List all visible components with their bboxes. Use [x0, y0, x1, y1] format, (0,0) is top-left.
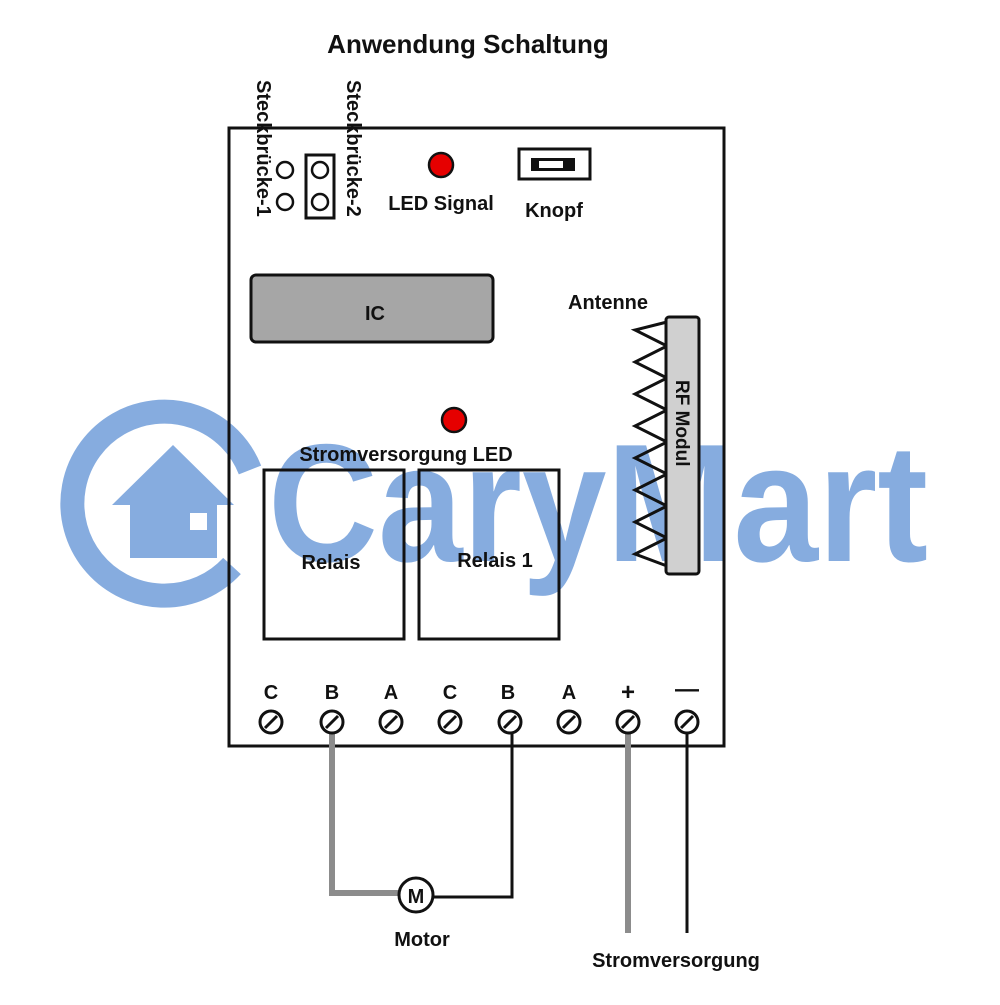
terminal-label: B: [325, 682, 339, 704]
jumper-1: [275, 160, 295, 212]
motor-symbol: [397, 876, 435, 914]
board-outline: [227, 126, 726, 748]
button-component: [517, 147, 592, 181]
rf-module-label: RF Modul: [671, 380, 692, 467]
terminal-screw: [497, 709, 523, 735]
watermark-text: CaryMart: [268, 409, 928, 597]
terminal-label: A: [384, 682, 398, 704]
motor-label: Motor: [394, 929, 450, 951]
terminal-screw: [674, 709, 700, 735]
terminal-label: +: [621, 679, 635, 706]
relay-1-box: [417, 468, 561, 641]
ic-label: IC: [365, 303, 385, 325]
diagram-title: Anwendung Schaltung: [327, 29, 609, 59]
terminal-label: B: [501, 682, 515, 704]
motor-symbol-letter: M: [408, 886, 425, 908]
house-icon: [112, 445, 234, 558]
antenna-label: Antenne: [568, 292, 648, 314]
terminal-screw: [319, 709, 345, 735]
relay-1-label: Relais 1: [457, 550, 533, 572]
wire-motor-gray: [329, 730, 400, 896]
led-signal-label: LED Signal: [388, 193, 494, 215]
wire-motor-black: [432, 730, 514, 899]
power-supply-label: Stromversorgung: [592, 950, 760, 972]
terminal-label: C: [264, 682, 278, 704]
watermark-swoosh: [60, 399, 262, 608]
jumper-2: [304, 153, 336, 220]
power-led: [440, 406, 468, 434]
jumper1-label: Steckbrücke-1: [252, 80, 274, 217]
terminal-screw: [615, 709, 641, 735]
signal-led: [427, 151, 455, 179]
watermark-logo: CaryMart: [60, 399, 928, 608]
button-label: Knopf: [525, 200, 583, 222]
ic-chip: [249, 273, 495, 344]
relay-label: Relais: [302, 552, 361, 574]
relay-box: [262, 468, 406, 641]
terminal-screw: [258, 709, 284, 735]
terminal-screw: [378, 709, 404, 735]
terminal-label: —: [675, 676, 699, 703]
jumper2-label: Steckbrücke-2: [342, 80, 364, 217]
terminal-label: C: [443, 682, 457, 704]
rf-module: [664, 315, 701, 576]
terminal-screws: [258, 709, 700, 735]
terminal-screw: [556, 709, 582, 735]
power-led-label: Stromversorgung LED: [299, 444, 512, 466]
terminal-screw: [437, 709, 463, 735]
terminal-label: A: [562, 682, 576, 704]
